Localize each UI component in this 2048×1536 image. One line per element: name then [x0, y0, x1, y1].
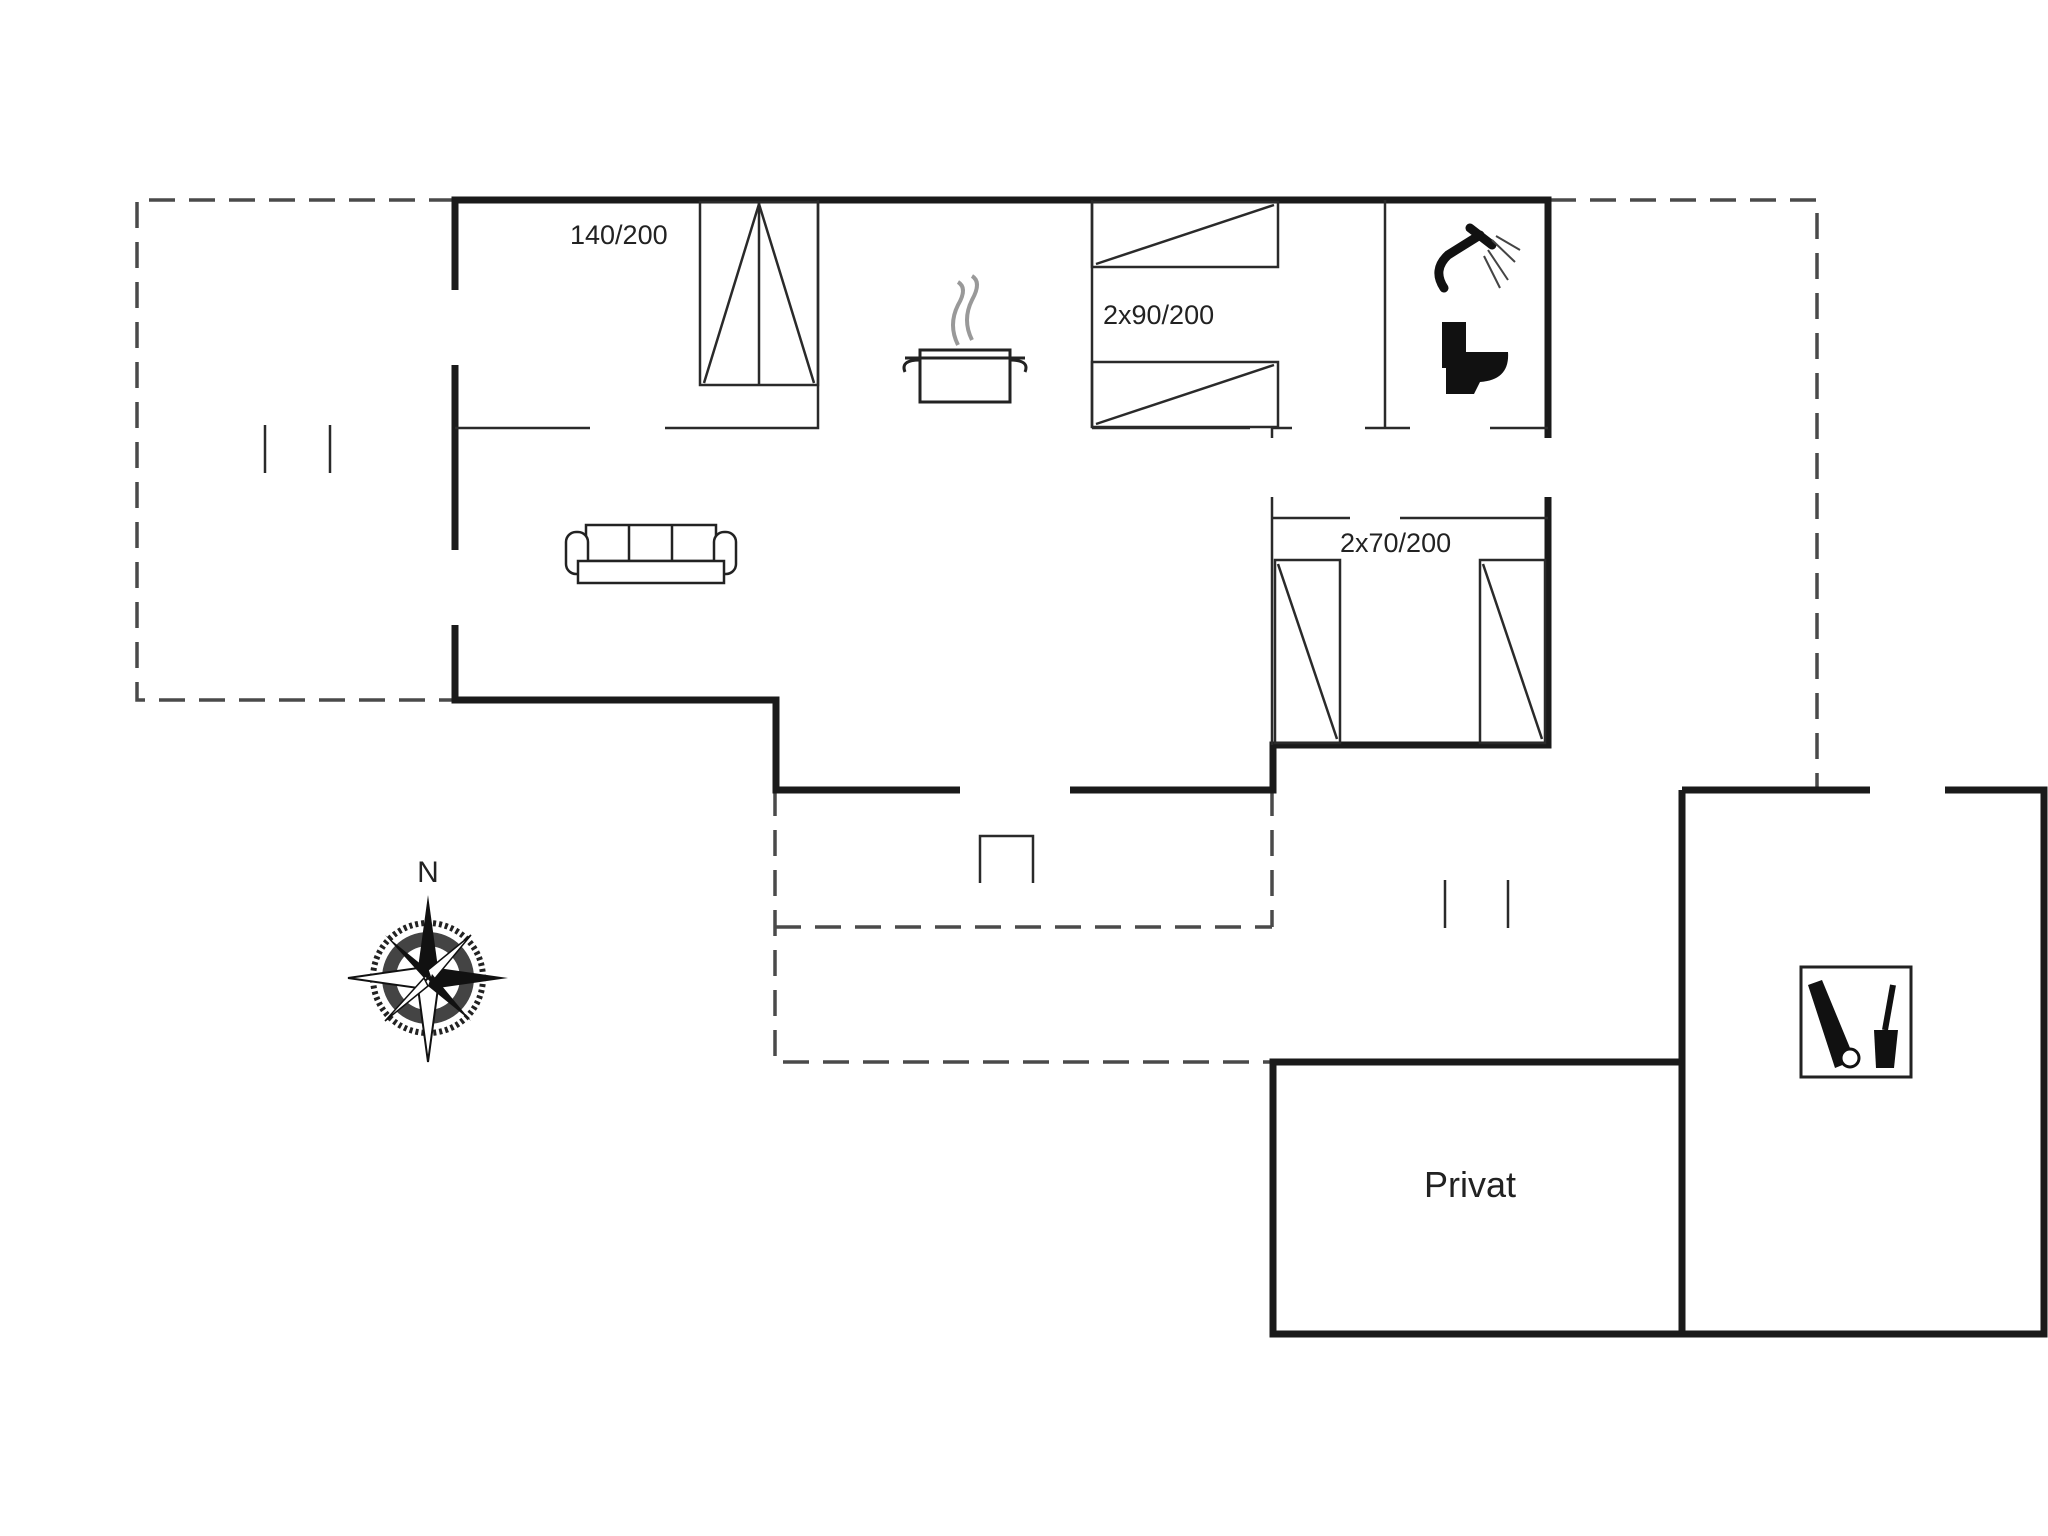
sofa-icon	[564, 523, 738, 585]
shower-icon	[1434, 223, 1521, 293]
label-privat: Privat	[1424, 1164, 1516, 1205]
interior-walls	[455, 200, 1548, 745]
bed-twin-upper	[1090, 200, 1280, 429]
outbuildings	[1269, 786, 2048, 1338]
label-bed-2x70: 2x70/200	[1340, 528, 1451, 558]
label-bed-2x90: 2x90/200	[1103, 300, 1214, 330]
terrace-outlines	[135, 198, 1819, 1064]
kitchen-pot-icon	[902, 274, 1028, 404]
toilet-icon	[1442, 322, 1509, 394]
bed-double	[698, 199, 820, 387]
label-bed-140: 140/200	[570, 220, 668, 250]
compass-north-label: N	[417, 856, 439, 889]
compass-rose-icon: N	[347, 856, 508, 1063]
garden-tools-icon	[1799, 965, 1913, 1079]
bed-twin-lower	[1273, 558, 1547, 745]
